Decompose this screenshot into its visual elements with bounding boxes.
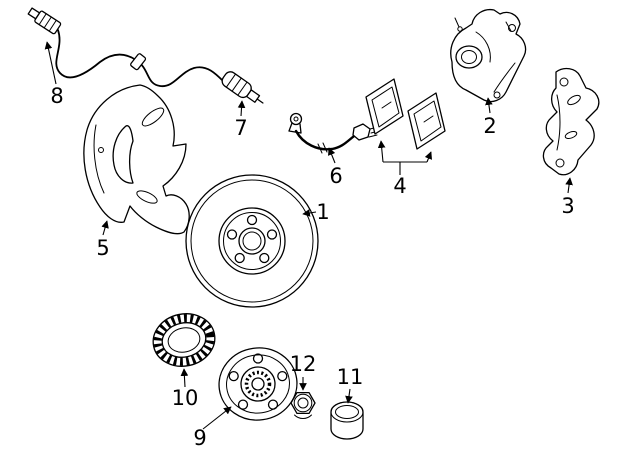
callout-11[interactable]: 11	[337, 365, 364, 404]
bracket-details	[555, 77, 581, 168]
hose-hex-fitting	[352, 123, 371, 141]
brake-pad-outer	[365, 78, 404, 135]
callout-2[interactable]: 2	[483, 97, 497, 138]
callout-4-label: 4	[393, 174, 406, 198]
callout-10-label: 10	[172, 386, 199, 410]
callout-10[interactable]: 10	[172, 368, 199, 410]
part-brake-caliper[interactable]	[450, 8, 527, 103]
callout-7-label: 7	[234, 116, 247, 140]
callout-4[interactable]: 4	[377, 140, 433, 198]
nut-hex	[290, 391, 316, 415]
part-sensor-cable[interactable]	[27, 6, 227, 87]
callout-5-label: 5	[96, 236, 109, 260]
callout-9[interactable]: 9	[193, 406, 232, 450]
callout-6[interactable]: 6	[327, 147, 343, 188]
callout-9-label: 9	[193, 426, 206, 450]
callout-1[interactable]: 1	[302, 200, 330, 224]
hose-banjo-fitting	[289, 112, 303, 126]
callout-7[interactable]: 7	[234, 100, 248, 140]
callout-8-label: 8	[50, 84, 63, 108]
part-speed-sensor[interactable]	[220, 69, 268, 109]
rotor-bolt-holes	[226, 214, 278, 264]
callout-11-label: 11	[337, 365, 364, 389]
caliper-piston-bore	[455, 45, 483, 69]
brake-pad-inner	[407, 92, 446, 150]
hose-clip	[317, 142, 328, 154]
part-caliper-bracket[interactable]	[542, 67, 600, 176]
callout-3[interactable]: 3	[561, 177, 575, 218]
part-brake-pads[interactable]	[365, 78, 446, 150]
tone-ring-teeth	[153, 314, 215, 366]
shield-outline	[83, 84, 190, 235]
caliper-outline	[450, 8, 527, 103]
shield-details	[93, 107, 165, 204]
hub-splines	[244, 370, 272, 398]
part-dust-cap[interactable]	[330, 401, 364, 440]
part-axle-nut[interactable]	[290, 391, 316, 419]
callout-5[interactable]: 5	[96, 220, 110, 260]
callout-6-label: 6	[329, 164, 342, 188]
caliper-details	[454, 17, 516, 99]
hub-stud-holes	[228, 353, 288, 410]
part-wheel-hub[interactable]	[214, 343, 301, 425]
callout-12-label: 12	[290, 352, 317, 376]
cap-body	[330, 401, 364, 440]
part-abs-tone-ring[interactable]	[148, 308, 219, 372]
callout-1-label: 1	[316, 200, 329, 224]
callout-8[interactable]: 8	[44, 41, 64, 108]
part-splash-shield[interactable]	[83, 84, 190, 235]
callout-12[interactable]: 12	[290, 352, 317, 391]
part-brake-rotor[interactable]	[185, 174, 319, 308]
callout-2-label: 2	[483, 114, 496, 138]
cable-grommet	[130, 53, 147, 71]
cable-connector	[27, 7, 62, 35]
callout-3-label: 3	[561, 194, 574, 218]
